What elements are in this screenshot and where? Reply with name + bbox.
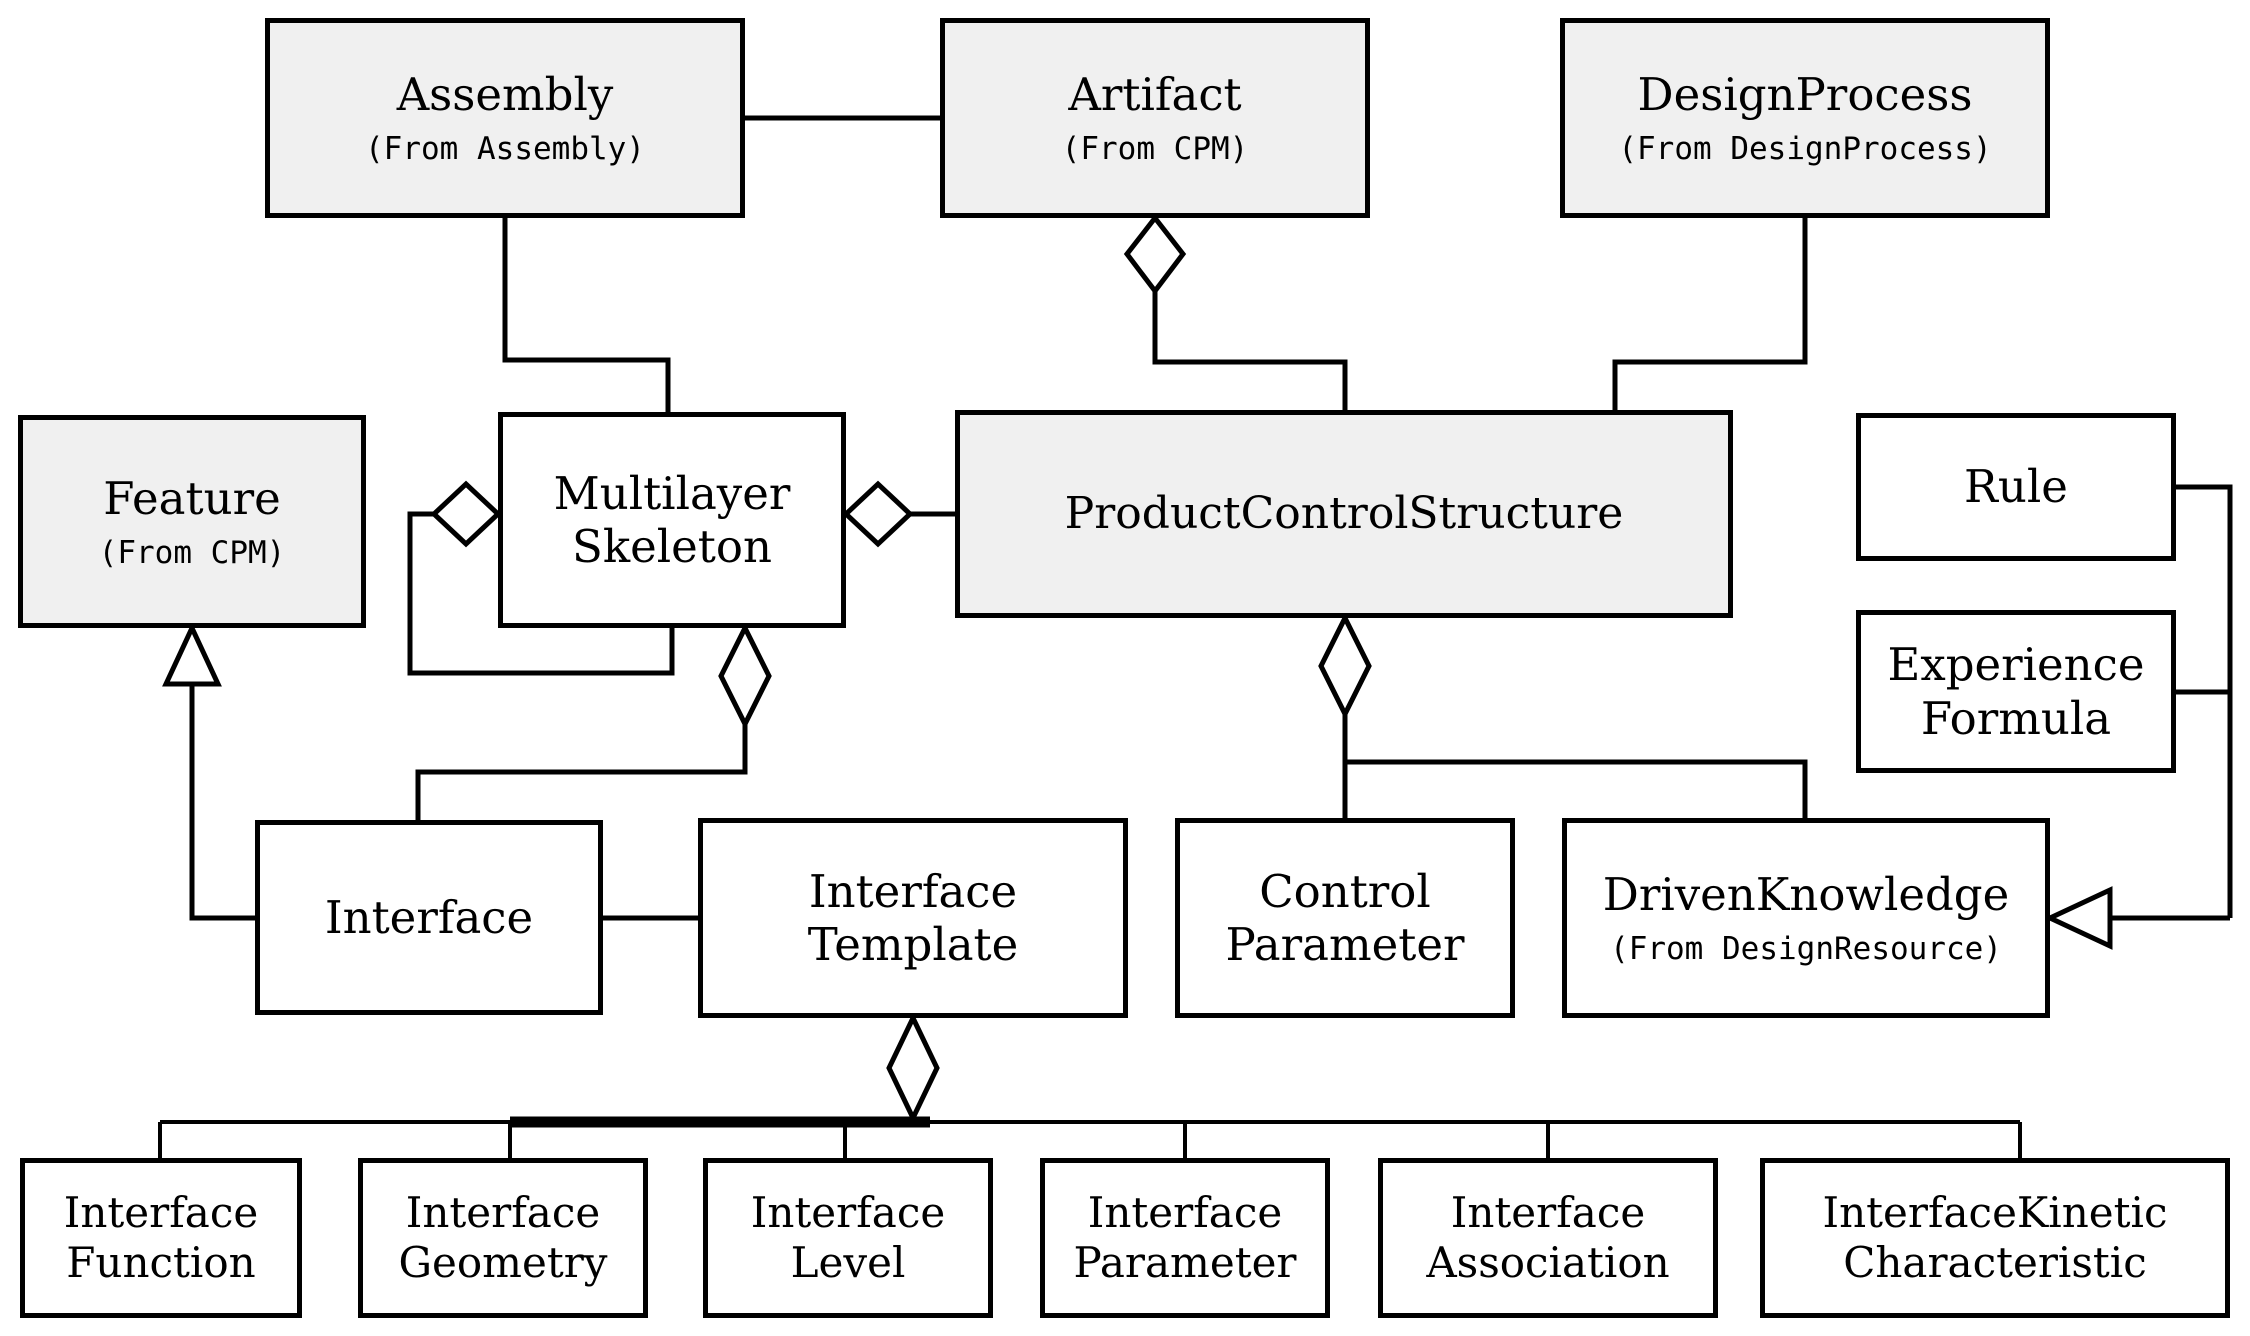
class-box-artifact[interactable]: Artifact (From CPM): [940, 18, 1370, 218]
edge-rule-bus: [2176, 484, 2233, 918]
class-box-interface-template[interactable]: Interface Template: [698, 818, 1128, 1018]
class-package-feature: (From CPM): [98, 534, 286, 571]
class-box-designprocess[interactable]: DesignProcess (From DesignProcess): [1560, 18, 2050, 218]
aggregation-diamond-multilayer-pcs: [842, 480, 914, 548]
class-box-interface-geometry[interactable]: Interface Geometry: [358, 1158, 648, 1318]
class-name-interface: Interface: [324, 890, 534, 944]
class-box-productcontrolstructure[interactable]: ProductControlStructure: [955, 410, 1733, 618]
class-name-artifact: Artifact: [1068, 68, 1242, 122]
aggregation-diamond-pcs-children: [1318, 612, 1372, 720]
class-box-experience-formula[interactable]: Experience Formula: [1856, 610, 2176, 773]
class-name-interface-geometry: Interface Geometry: [398, 1188, 608, 1287]
class-name-interface-parameter: Interface Parameter: [1073, 1188, 1297, 1287]
generalization-arrow-drivenknowledge: [2044, 886, 2113, 950]
class-box-drivenknowledge[interactable]: DrivenKnowledge (From DesignResource): [1562, 818, 2050, 1018]
aggregation-diamond-multilayer-interface: [718, 622, 772, 730]
class-name-interface-function: Interface Function: [63, 1188, 259, 1287]
aggregation-diamond-iftemplate: [886, 1012, 940, 1124]
generalization-arrow-feature: [162, 622, 222, 687]
class-name-interface-template: Interface Template: [807, 864, 1019, 971]
class-name-experience-formula: Experience Formula: [1887, 638, 2145, 745]
aggregation-diamond-artifact: [1123, 213, 1187, 296]
class-name-assembly: Assembly: [396, 68, 614, 122]
class-box-interface-function[interactable]: Interface Function: [20, 1158, 302, 1318]
class-name-control-parameter: Control Parameter: [1225, 864, 1465, 971]
class-package-drivenknowledge: (From DesignResource): [1610, 931, 2002, 968]
class-name-drivenknowledge: DrivenKnowledge: [1602, 868, 2010, 922]
class-box-interface[interactable]: Interface: [255, 820, 603, 1015]
class-box-assembly[interactable]: Assembly (From Assembly): [265, 18, 745, 218]
class-name-interfacekinetic-characteristic: InterfaceKinetic Characteristic: [1822, 1188, 2168, 1287]
class-box-rule[interactable]: Rule: [1856, 413, 2176, 561]
edge-artifact-pcs: [1152, 290, 1348, 410]
class-box-multilayer-skeleton[interactable]: Multilayer Skeleton: [498, 412, 846, 628]
class-name-interface-level: Interface Level: [750, 1188, 946, 1287]
class-package-designprocess: (From DesignProcess): [1618, 131, 1992, 168]
class-name-interface-association: Interface Association: [1426, 1188, 1670, 1287]
class-name-rule: Rule: [1964, 460, 2068, 514]
class-box-interface-level[interactable]: Interface Level: [703, 1158, 993, 1318]
edge-assembly-multilayer: [502, 218, 671, 412]
class-package-artifact: (From CPM): [1061, 131, 1249, 168]
edge-multilayer-interface: [415, 724, 748, 820]
class-name-designprocess: DesignProcess: [1637, 68, 1973, 122]
class-box-control-parameter[interactable]: Control Parameter: [1175, 818, 1515, 1018]
edge-pcs-drivenknowledge: [1345, 759, 1808, 818]
class-package-assembly: (From Assembly): [365, 131, 645, 168]
class-box-feature[interactable]: Feature (From CPM): [18, 415, 366, 628]
class-name-multilayer-skeleton: Multilayer Skeleton: [553, 466, 791, 573]
class-box-interface-association[interactable]: Interface Association: [1378, 1158, 1718, 1318]
class-name-productcontrolstructure: ProductControlStructure: [1064, 488, 1624, 540]
edge-interface-feature: [189, 660, 255, 921]
class-box-interface-parameter[interactable]: Interface Parameter: [1040, 1158, 1330, 1318]
aggregation-diamond-multilayer-self: [430, 480, 502, 548]
class-name-feature: Feature: [103, 471, 281, 525]
class-box-interfacekinetic-characteristic[interactable]: InterfaceKinetic Characteristic: [1760, 1158, 2230, 1318]
edge-designprocess-pcs: [1612, 218, 1808, 410]
